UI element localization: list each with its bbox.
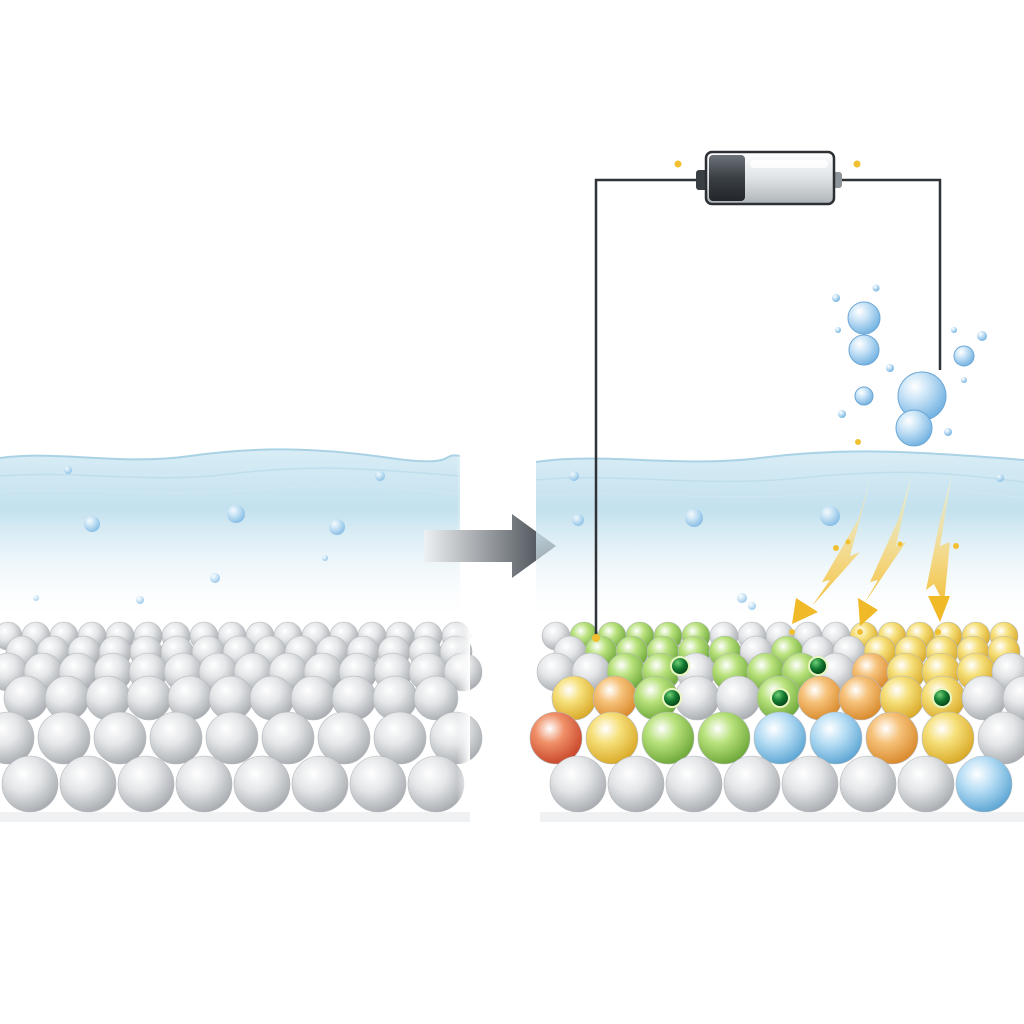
atom bbox=[753, 711, 807, 765]
atom bbox=[809, 711, 863, 765]
atom bbox=[0, 711, 35, 765]
atom bbox=[607, 755, 665, 813]
atom bbox=[126, 675, 172, 721]
atom bbox=[291, 755, 349, 813]
atom bbox=[529, 711, 583, 765]
atom bbox=[205, 711, 259, 765]
electrode-contact bbox=[592, 634, 600, 642]
adsorbate bbox=[932, 688, 952, 708]
terminal-spark bbox=[674, 160, 682, 168]
adsorbate bbox=[670, 656, 690, 676]
lightning-bolt-icon bbox=[926, 474, 952, 622]
atom bbox=[233, 755, 291, 813]
edge-fade bbox=[380, 440, 470, 840]
atom bbox=[955, 755, 1013, 813]
atom bbox=[585, 711, 639, 765]
atom bbox=[865, 711, 919, 765]
adsorbate bbox=[662, 688, 682, 708]
battery-icon bbox=[674, 150, 861, 206]
atom bbox=[665, 755, 723, 813]
atom bbox=[1002, 675, 1024, 721]
atom bbox=[921, 711, 975, 765]
water-layer bbox=[535, 450, 1024, 620]
atom bbox=[290, 675, 336, 721]
atom bbox=[781, 755, 839, 813]
gas-bubbles bbox=[832, 284, 987, 447]
atom bbox=[317, 711, 371, 765]
adsorbate bbox=[808, 656, 828, 676]
atom-lattice-right bbox=[529, 621, 1024, 813]
atom bbox=[175, 755, 233, 813]
atom bbox=[261, 711, 315, 765]
surface-shadow bbox=[0, 812, 470, 822]
atom bbox=[93, 711, 147, 765]
atom bbox=[697, 711, 751, 765]
left-panel bbox=[0, 440, 483, 840]
atom bbox=[897, 755, 955, 813]
right-panel bbox=[529, 150, 1024, 813]
surface-shadow bbox=[540, 812, 1024, 822]
energy-sparks bbox=[789, 539, 959, 635]
water-droplets bbox=[569, 471, 1004, 610]
lightning-bolt-icon bbox=[792, 474, 872, 624]
atom bbox=[839, 755, 897, 813]
circuit-wire bbox=[592, 178, 942, 642]
atom bbox=[723, 755, 781, 813]
atom bbox=[59, 755, 117, 813]
right-arrow-icon bbox=[424, 514, 556, 578]
atom bbox=[1, 755, 59, 813]
atom bbox=[117, 755, 175, 813]
atom bbox=[641, 711, 695, 765]
adsorbate bbox=[770, 688, 790, 708]
atom bbox=[149, 711, 203, 765]
atom bbox=[838, 675, 884, 721]
atom bbox=[37, 711, 91, 765]
terminal-spark bbox=[853, 160, 861, 168]
atom bbox=[549, 755, 607, 813]
lightning-bolt-icon bbox=[858, 474, 912, 626]
